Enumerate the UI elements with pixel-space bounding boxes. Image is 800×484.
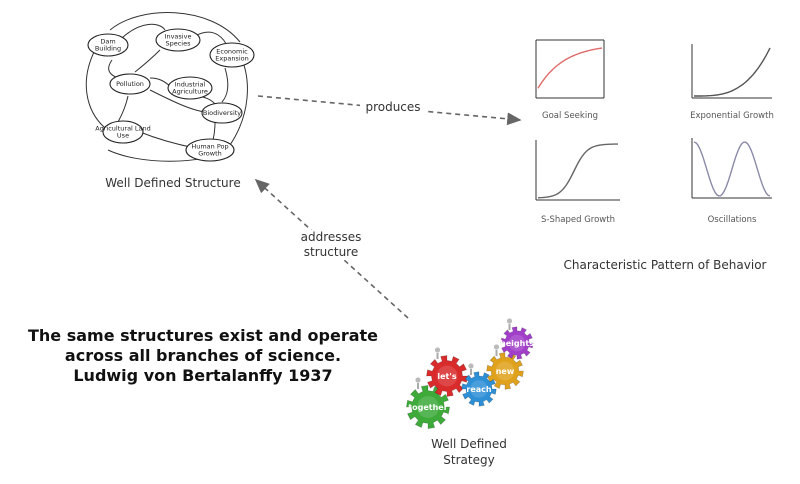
strategy-gear-label: new (496, 367, 515, 376)
structure-label: Well Defined Structure (105, 176, 241, 190)
pattern-chart: S-Shaped Growth (535, 140, 620, 225)
pattern-chart-title: S-Shaped Growth (541, 215, 615, 225)
sketch-link (119, 23, 166, 41)
produces-label: produces (360, 100, 426, 115)
pattern-chart-title: Goal Seeking (542, 111, 598, 121)
sketch-node: Biodiversity (201, 102, 243, 124)
strategy-gear: heights (500, 318, 534, 360)
pattern-chart: Goal Seeking (535, 39, 605, 121)
person-figure (468, 363, 474, 369)
pattern-curve (693, 141, 771, 197)
strategy-gear-label: let's (437, 372, 456, 381)
person-figure (434, 347, 441, 353)
quote-line2: across all branches of science. (64, 346, 342, 365)
sketch-link (229, 54, 248, 146)
strategy-gears: together let's reach new heights (405, 318, 534, 430)
strategy-label-line2: Strategy (443, 453, 495, 467)
strategy-gear: reach (461, 363, 497, 407)
pattern-curve (537, 47, 603, 89)
strategy-gear: let's (426, 347, 468, 397)
sketch-link (149, 77, 171, 87)
sketch-link (85, 49, 106, 129)
addresses-label-line1: addresses (300, 230, 362, 244)
pattern-chart: Oscillations (691, 138, 772, 225)
strategy-gear-label: together (408, 403, 447, 412)
strategy-gear-label: heights (500, 339, 534, 348)
addresses-label-line2: structure (303, 245, 359, 259)
sketch-link (109, 12, 241, 43)
sketch-link (139, 131, 196, 149)
bertalanffy-quote: The same structures exist and operate ac… (18, 326, 388, 386)
sketch-link (149, 89, 206, 113)
addresses-label: addresses structure (294, 230, 368, 260)
sketch-link (108, 59, 119, 79)
pattern-curve (694, 47, 771, 97)
strategy-label-line1: Well Defined (431, 437, 507, 451)
pattern-curve (537, 143, 618, 199)
person-figure (415, 377, 421, 383)
quote-line3: Ludwig von Bertalanffy 1937 (73, 366, 333, 385)
sketch-link (221, 67, 229, 103)
strategy-label: Well Defined Strategy (400, 436, 538, 468)
sketch-node-label: Pollution (116, 80, 144, 88)
strategy-gear-label: reach (466, 385, 492, 394)
person-figure (506, 318, 513, 324)
pattern-chart: Exponential Growth (690, 44, 774, 121)
sketch-node: Pollution (109, 73, 151, 95)
sketch-link (117, 95, 129, 123)
quote-line1: The same structures exist and operate (27, 326, 379, 345)
strategy-gear: together (405, 377, 451, 430)
person-figure (493, 344, 500, 350)
sketch-link (212, 121, 216, 141)
strategy-gear: new (486, 344, 524, 390)
pattern-chart-title: Oscillations (708, 215, 757, 225)
produces-arrow (257, 95, 522, 126)
sketch-node-label: Biodiversity (203, 109, 241, 117)
sketch-link (134, 49, 161, 73)
pattern-chart-title: Exponential Growth (690, 111, 774, 121)
pattern-label: Characteristic Pattern of Behavior (563, 258, 767, 272)
